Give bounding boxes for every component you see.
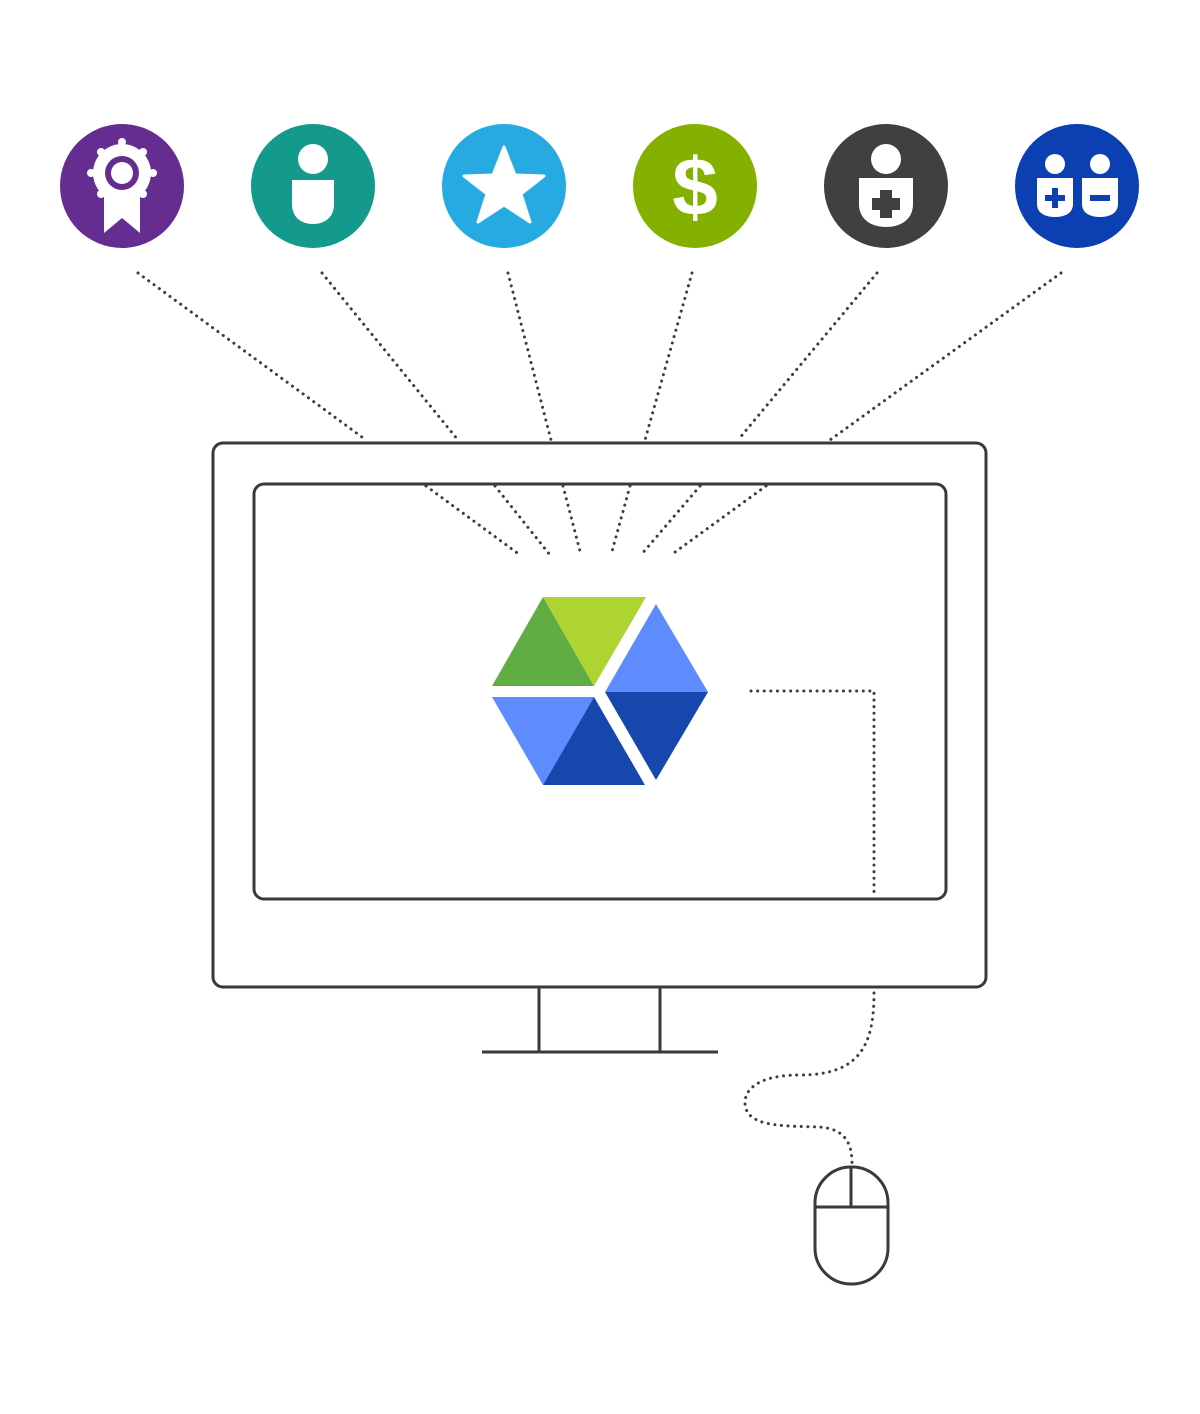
connector-award-inner [424, 484, 522, 557]
connector-people-inner [669, 484, 768, 557]
person-icon [251, 124, 375, 248]
connector-lines [136, 271, 1063, 1165]
connector-star [506, 271, 553, 442]
hexagon-logo [492, 597, 708, 785]
monitor-frame [211, 441, 988, 989]
monitor-screen [252, 482, 948, 901]
connector-award [136, 271, 368, 442]
icon-row: $ [60, 124, 1139, 248]
dollar-symbol: $ [672, 142, 718, 233]
connector-star-inner [561, 484, 583, 557]
dollar-icon: $ [633, 124, 757, 248]
connector-dollar [643, 271, 694, 442]
connector-person-add-inner [639, 484, 702, 557]
person-add-icon [824, 124, 948, 248]
connector-person-add [736, 271, 879, 442]
people-add-remove-icon [1015, 124, 1139, 248]
connector-people [828, 271, 1063, 442]
connector-logo-to-cable [749, 689, 876, 900]
mouse-icon [813, 1165, 890, 1286]
star-icon [442, 124, 566, 248]
connector-person-inner [493, 484, 552, 557]
connector-person [320, 271, 460, 442]
mouse-cable [743, 991, 876, 1165]
award-ribbon-icon [60, 124, 184, 248]
monitor [211, 441, 988, 1054]
connector-dollar-inner [609, 484, 632, 557]
